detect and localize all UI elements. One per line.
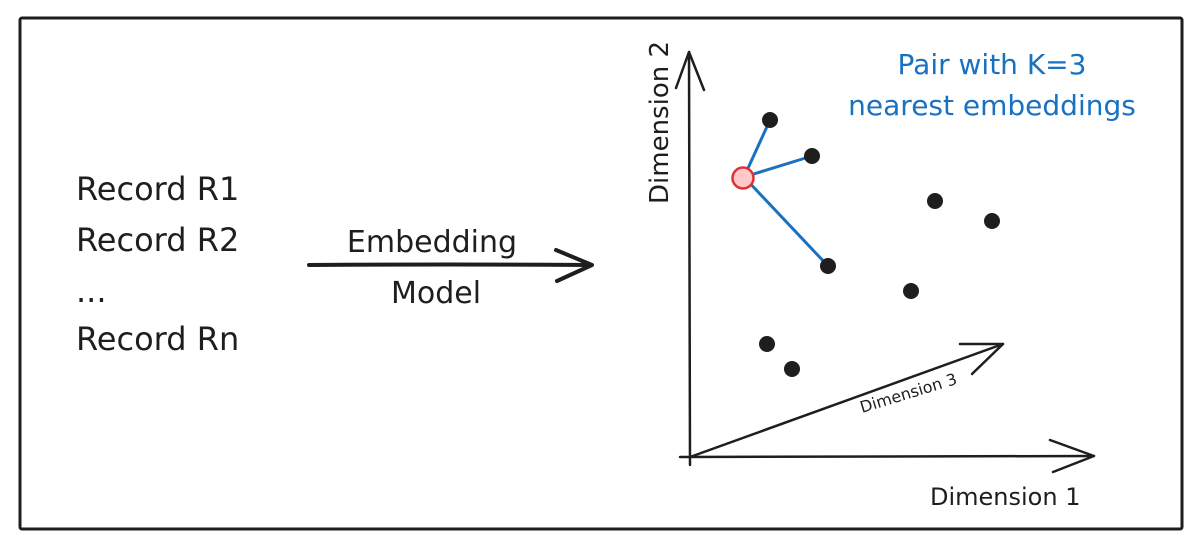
embedding-point (984, 213, 1000, 229)
embedding-model-arrow: Embedding Model (307, 225, 594, 311)
arrow-shaft (307, 262, 592, 267)
embedding-point (927, 193, 943, 209)
embedding-point (903, 283, 919, 299)
x-axis-label: Dimension 1 (930, 483, 1080, 511)
axes (674, 50, 1096, 474)
y-axis-label: Dimension 2 (645, 41, 675, 204)
query-point (731, 166, 755, 190)
z-axis-arrow-icon (958, 342, 1005, 376)
y-axis-arrow-icon (674, 50, 706, 92)
arrow-label-top: Embedding (347, 225, 517, 260)
z-axis-line (688, 342, 1005, 459)
neighbor-link (742, 175, 830, 268)
x-axis-line (678, 454, 1096, 459)
embedding-point (784, 361, 800, 377)
annotation-line-1: Pair with K=3 (898, 48, 1087, 81)
record-list: Record R1 Record R2 ... Record Rn (76, 170, 239, 358)
y-axis-line (687, 50, 692, 467)
embedding-point (804, 148, 820, 164)
record-item: ... (76, 272, 107, 310)
arrow-label-bottom: Model (391, 276, 481, 311)
embedding-point (762, 112, 778, 128)
diagram-frame (18, 16, 1184, 531)
x-axis-arrow-icon (1048, 438, 1096, 474)
embedding-point (820, 258, 836, 274)
embedding-point (759, 336, 775, 352)
record-item: Record Rn (76, 320, 239, 358)
arrow-head-icon (554, 248, 594, 283)
annotation-line-2: nearest embeddings (848, 89, 1136, 122)
embedding-points (759, 112, 1000, 377)
neighbor-link (742, 154, 814, 179)
z-axis-label: Dimension 3 (858, 369, 959, 416)
record-item: Record R2 (76, 221, 239, 259)
record-item: Record R1 (76, 170, 239, 208)
knn-annotation: Pair with K=3 nearest embeddings (848, 48, 1136, 122)
neighbor-links (742, 118, 830, 268)
neighbor-link (742, 118, 772, 179)
